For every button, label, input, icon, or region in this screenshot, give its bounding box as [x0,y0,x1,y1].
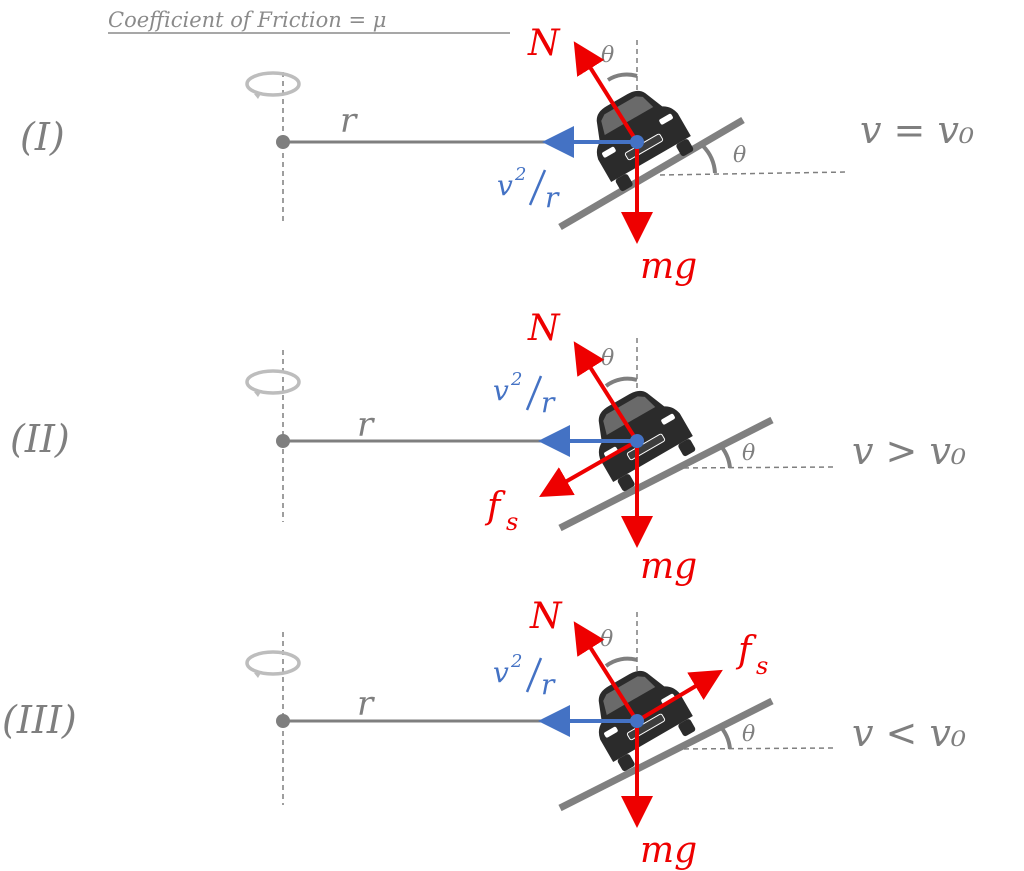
radius-label: r [357,405,375,445]
scenario-label: (III) [2,698,77,742]
svg-text:v: v [497,169,513,202]
weight-label: mg [640,246,697,287]
acceleration-label: v 2 r [493,369,556,419]
speed-condition: v > v₀ [852,429,966,473]
rotation-arrow-icon [245,369,301,397]
normal-force-label: N [527,308,561,349]
acceleration-label: v 2 r [493,651,556,701]
body-point [630,434,644,448]
svg-text:2: 2 [510,369,522,390]
svg-text:v: v [493,656,509,689]
friction-force-label: f s [484,486,518,536]
normal-angle-label: θ [600,627,613,652]
rotation-arrow-icon [245,650,301,678]
car-icon [598,390,696,492]
scenario-1: (I) r θ θ N mg [20,23,974,287]
svg-text:s: s [506,508,518,536]
normal-force-label: N [529,596,563,637]
svg-text:r: r [541,386,556,419]
svg-text:r: r [545,181,560,214]
svg-text:r: r [541,668,556,701]
svg-text:f: f [735,630,757,671]
svg-text:f: f [484,486,506,527]
svg-text:2: 2 [514,164,526,185]
normal-force-arrow [573,621,639,723]
speed-condition: v < v₀ [852,711,966,755]
incline-angle-arc [717,723,732,750]
body-point [630,135,644,149]
friction-force-label: f s [735,630,768,680]
incline-angle-label: θ [733,143,746,168]
weight-label: mg [640,830,697,871]
horizontal-reference [674,747,836,750]
incline-angle-arc [717,442,732,469]
normal-force-label: N [527,23,561,64]
normal-angle-label: θ [601,43,614,68]
svg-text:2: 2 [510,651,522,672]
body-point [630,714,644,728]
horizontal-reference [674,466,836,469]
normal-angle-arc [606,72,638,82]
speed-condition: v = v₀ [860,108,974,152]
incline-angle-label: θ [742,722,755,747]
normal-angle-arc [604,376,638,388]
friction-force-arrow [539,439,638,497]
weight-label: mg [640,546,697,587]
radius-label: r [357,684,375,724]
normal-angle-arc [604,656,638,668]
incline [558,416,774,532]
incline [558,697,774,812]
incline [558,116,745,231]
svg-text:v: v [493,374,509,407]
scenario-3: (III) r θ θ N mg f s [2,596,966,871]
friction-force-arrow [635,669,723,723]
scenario-label: (I) [20,115,65,159]
normal-force-arrow [573,41,639,144]
svg-text:s: s [756,652,768,680]
scenario-label: (II) [10,417,70,461]
incline-angle-label: θ [742,441,755,466]
radius-label: r [340,101,358,141]
scenario-2: (II) r θ θ N mg f s [10,308,966,587]
diagram-title: Coefficient of Friction = μ [108,8,386,32]
rotation-arrow-icon [245,71,301,99]
acceleration-label: v 2 r [497,164,560,214]
incline-angle-arc [701,144,717,174]
horizontal-reference [659,171,849,176]
normal-force-arrow [573,341,639,443]
normal-angle-label: θ [601,346,614,371]
